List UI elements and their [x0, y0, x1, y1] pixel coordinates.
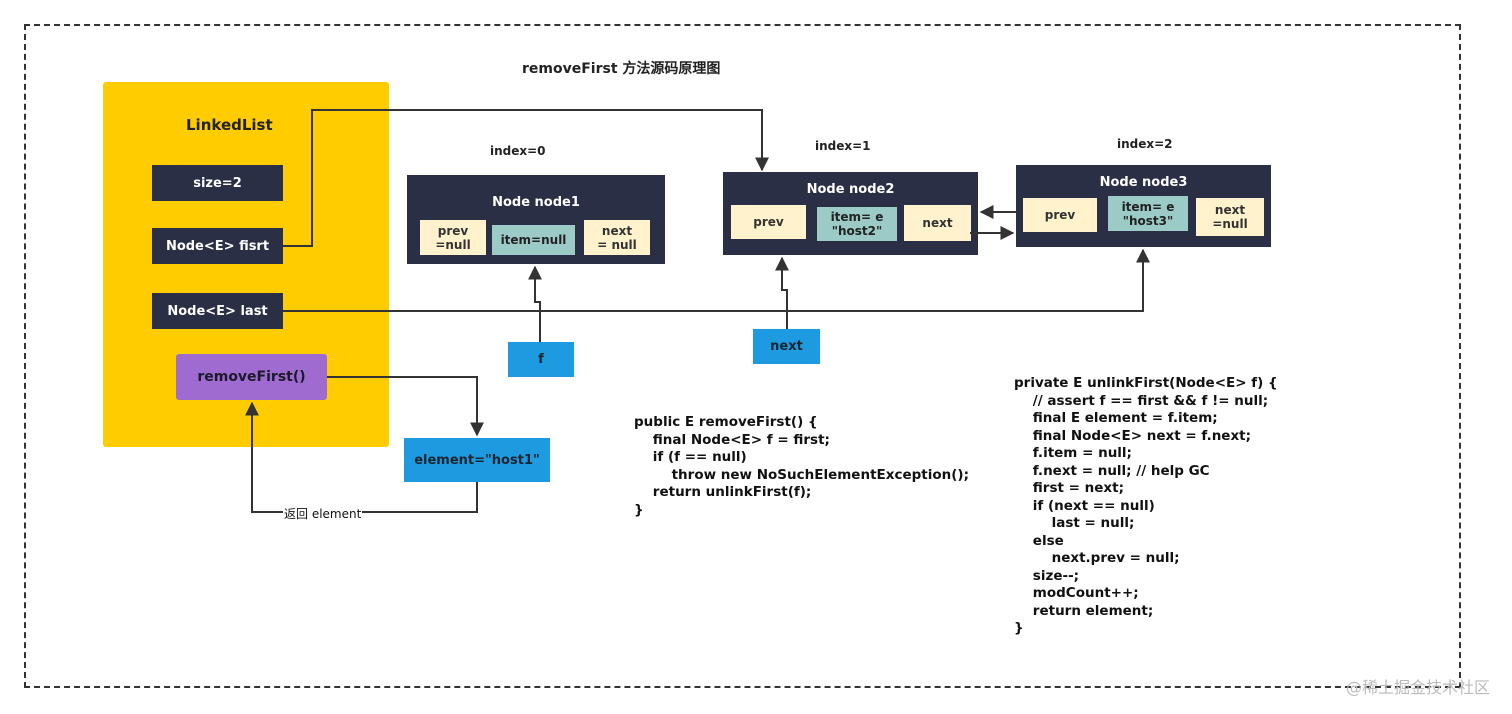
diagram-frame — [24, 24, 1461, 688]
node2: Node node2 prev item= e "host2" next — [723, 172, 978, 255]
node3-item-cell: item= e "host3" — [1108, 196, 1188, 231]
return-element-label: 返回 element — [283, 505, 363, 522]
element-box: element="host1" — [404, 438, 550, 482]
node2-item-cell: item= e "host2" — [817, 207, 897, 241]
node3-prev-cell: prev — [1023, 198, 1097, 232]
var-next-box: next — [753, 329, 820, 364]
linkedlist-title: LinkedList — [186, 116, 273, 134]
node2-title: Node node2 — [806, 182, 895, 197]
node3-next-cell: next =null — [1196, 198, 1264, 236]
node2-next-cell: next — [904, 205, 971, 241]
last-field: Node<E> last — [152, 293, 283, 329]
unlink-first-code: private E unlinkFirst(Node<E> f) { // as… — [1014, 375, 1278, 636]
node3-index-label: index=2 — [1117, 137, 1173, 151]
node1-prev-cell: prev =null — [420, 220, 486, 255]
first-field: Node<E> fisrt — [152, 228, 283, 264]
node1-next-cell: next = null — [584, 220, 650, 255]
remove-first-method: removeFirst() — [176, 354, 327, 400]
node2-index-label: index=1 — [815, 139, 871, 153]
last-to-node3-arrow — [283, 248, 1150, 312]
diagram-title: removeFirst 方法源码原理图 — [522, 61, 721, 77]
node1-title: Node node1 — [492, 195, 580, 210]
watermark: @稀土掘金技术社区 — [1345, 678, 1490, 697]
return-element-arrow — [245, 401, 478, 513]
node3: Node node3 prev item= e "host3" next =nu… — [1016, 165, 1271, 247]
size-field: size=2 — [152, 165, 283, 201]
node1: Node node1 prev =null item=null next = n… — [407, 175, 665, 264]
var-f-box: f — [508, 342, 574, 377]
node1-item-cell: item=null — [492, 225, 575, 255]
node2-prev-cell: prev — [731, 205, 806, 239]
node1-index-label: index=0 — [490, 144, 546, 158]
f-to-node1-arrow — [528, 265, 542, 342]
next-to-node2-arrow — [775, 256, 789, 329]
method-to-element-arrow — [327, 376, 484, 437]
first-to-node2-arrow — [283, 109, 769, 247]
remove-first-code: public E removeFirst() { final Node<E> f… — [634, 414, 969, 518]
node3-title: Node node3 — [1099, 175, 1188, 190]
